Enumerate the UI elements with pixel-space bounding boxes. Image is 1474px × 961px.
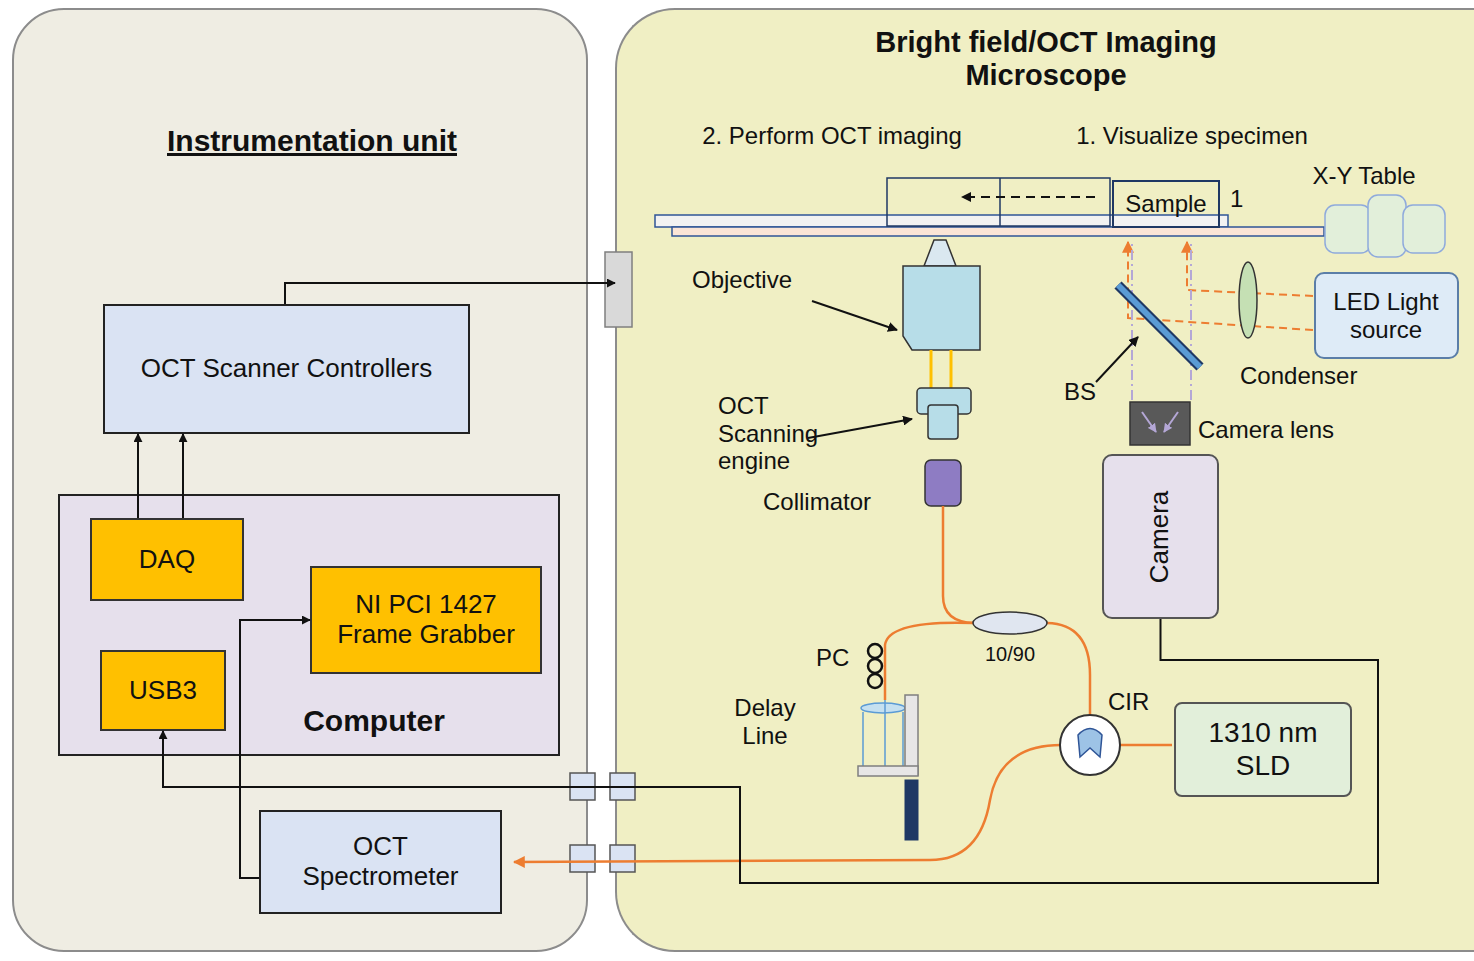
panel-heading: Bright field/OCT Imaging Microscope bbox=[806, 26, 1286, 93]
scan-direction-arrow bbox=[962, 196, 1095, 198]
circulator-arrow bbox=[1078, 729, 1102, 758]
usb3-card: USB3 bbox=[100, 650, 226, 731]
xy-table bbox=[1325, 195, 1445, 257]
camera-cable bbox=[163, 619, 1378, 883]
sample-box: Sample bbox=[1112, 180, 1220, 228]
step-label: 2. Perform OCT imaging bbox=[702, 122, 962, 150]
scanning-engine-mirror bbox=[928, 405, 958, 439]
box-label: Sample bbox=[1125, 190, 1206, 218]
spectrometer-box: OCT Spectrometer bbox=[259, 810, 502, 914]
delay-line bbox=[858, 695, 918, 840]
part-label: Objective bbox=[692, 266, 792, 294]
beam-splitter bbox=[1118, 285, 1200, 367]
computer-box: Computer DAQ NI PCI 1427 Frame GrabberUSB3 bbox=[58, 494, 560, 756]
part-label: X-Y Table bbox=[1312, 162, 1415, 190]
panel-heading: Computer bbox=[303, 704, 445, 739]
camera-lens bbox=[1130, 402, 1190, 445]
frame-grabber-card: NI PCI 1427 Frame Grabber bbox=[310, 566, 542, 674]
instrumentation-panel: Instrumentation unitOCT Scanner Controll… bbox=[12, 8, 588, 952]
circulator bbox=[1060, 715, 1120, 775]
signal-arrow bbox=[182, 434, 184, 518]
part-label: PC bbox=[816, 644, 849, 672]
box-label: OCT Scanner Controllers bbox=[141, 354, 432, 384]
camera-box: Camera bbox=[1102, 454, 1219, 619]
objective-tip bbox=[924, 240, 956, 266]
signal-arrow bbox=[285, 283, 615, 304]
part-label: Camera lens bbox=[1198, 416, 1334, 444]
box-label: LED Light source bbox=[1324, 288, 1449, 343]
signal-arrow bbox=[240, 620, 310, 878]
leader-arrow bbox=[808, 419, 912, 438]
leader-arrow bbox=[1096, 337, 1138, 382]
part-label: BS bbox=[1064, 378, 1096, 406]
controller-box: OCT Scanner Controllers bbox=[103, 304, 470, 434]
part-label: Delay Line bbox=[720, 694, 810, 749]
beam bbox=[950, 350, 953, 390]
box-label: NI PCI 1427 Frame Grabber bbox=[326, 590, 526, 650]
condenser-lens bbox=[1239, 262, 1257, 338]
lens-ray bbox=[1142, 412, 1156, 432]
panel-connector bbox=[605, 252, 632, 327]
scan-divider bbox=[999, 178, 1001, 226]
box-label: DAQ bbox=[139, 545, 195, 575]
objective-body bbox=[903, 266, 980, 350]
part-label: Collimator bbox=[763, 488, 871, 516]
step-label: 1. Visualize specimen bbox=[1076, 122, 1308, 150]
led-source-box: LED Light source bbox=[1314, 272, 1459, 359]
fibre-to-spectrometer bbox=[514, 745, 1061, 862]
ratio-label: 10/90 bbox=[985, 643, 1035, 666]
part-label: Condenser bbox=[1240, 362, 1357, 390]
part-label: CIR bbox=[1108, 688, 1149, 716]
part-label: OCT Scanning engine bbox=[718, 392, 830, 475]
callout-number: 1 bbox=[1230, 185, 1243, 213]
signal-arrow bbox=[137, 434, 139, 518]
daq-card: DAQ bbox=[90, 518, 244, 601]
stage-arm bbox=[672, 227, 1324, 236]
fibre-coupler bbox=[973, 612, 1047, 634]
panel-heading: Instrumentation unit bbox=[167, 124, 457, 159]
microscope-panel: Bright field/OCT Imaging MicroscopeSampl… bbox=[615, 8, 1474, 952]
polarization-controller bbox=[868, 644, 882, 688]
sld-source-box: 1310 nm SLD bbox=[1174, 702, 1352, 797]
beam bbox=[930, 350, 933, 390]
box-label: OCT Spectrometer bbox=[281, 832, 481, 892]
beam-splitter-face bbox=[1118, 285, 1200, 367]
lens-ray bbox=[1164, 412, 1178, 432]
imaging-rays bbox=[1132, 242, 1191, 400]
collimator bbox=[925, 460, 961, 506]
scan-region bbox=[887, 178, 1110, 226]
box-label: 1310 nm SLD bbox=[1198, 717, 1328, 781]
box-label: USB3 bbox=[129, 676, 197, 706]
box-label: Camera bbox=[1146, 490, 1176, 582]
leader-arrow bbox=[812, 301, 897, 330]
